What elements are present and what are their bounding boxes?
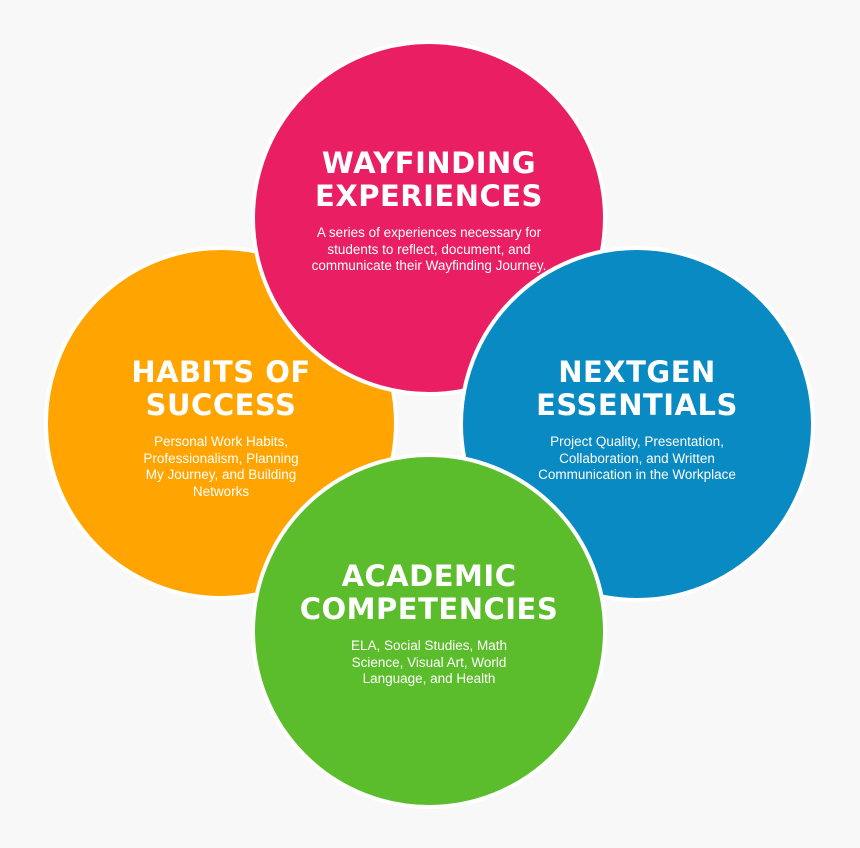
circle-description: A series of experiences necessary for st… (311, 225, 547, 273)
circle-wayfinding-experiences: WAYFINDING EXPERIENCES A series of exper… (251, 40, 607, 396)
circle-content: ACADEMIC COMPETENCIES ELA, Social Studie… (255, 560, 603, 688)
circle-description: Personal Work Habits, Professionalism, P… (143, 434, 299, 499)
circle-title-line: EXPERIENCES (315, 179, 543, 213)
circle-description: Project Quality, Presentation, Collabora… (538, 434, 736, 482)
circle-title-line: COMPETENCIES (299, 592, 559, 626)
circle-title: ACADEMIC COMPETENCIES (300, 560, 559, 626)
circle-academic-competencies: ACADEMIC COMPETENCIES ELA, Social Studie… (251, 453, 607, 809)
circle-title-line: SUCCESS (145, 388, 297, 422)
circle-title: WAYFINDING EXPERIENCES (315, 147, 543, 213)
circle-content: HABITS OF SUCCESS Personal Work Habits, … (48, 356, 394, 500)
circle-content: NEXTGEN ESSENTIALS Project Quality, Pres… (463, 356, 811, 484)
circle-description: ELA, Social Studies, Math Science, Visua… (350, 638, 508, 686)
circle-content: WAYFINDING EXPERIENCES A series of exper… (255, 147, 603, 275)
circle-title-line: NEXTGEN (558, 355, 716, 389)
circle-title-line: HABITS OF (131, 355, 311, 389)
circle-title-line: WAYFINDING (321, 146, 537, 180)
circle-title-line: ACADEMIC (341, 559, 517, 593)
circle-title: NEXTGEN ESSENTIALS (536, 356, 738, 422)
circle-title: HABITS OF SUCCESS (131, 356, 310, 422)
circle-title-line: ESSENTIALS (536, 388, 738, 422)
